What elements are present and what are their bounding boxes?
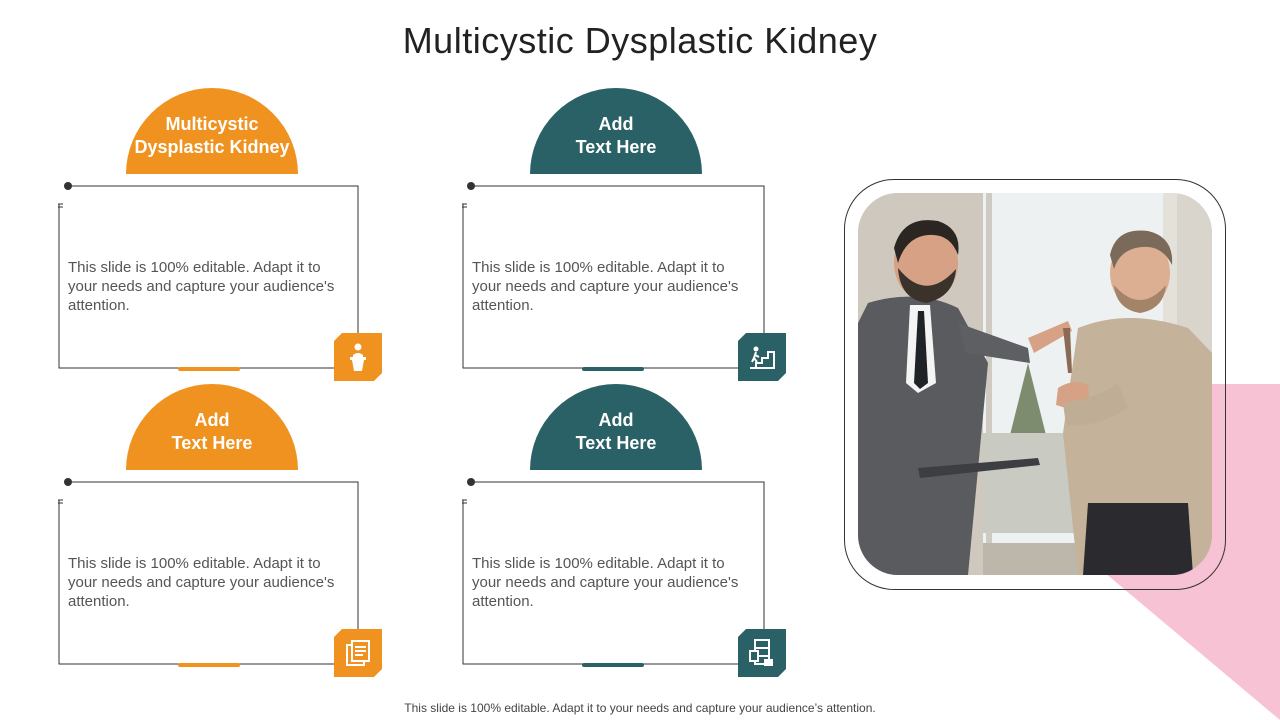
card-2-accent-bar — [582, 367, 644, 371]
card-2-heading: Add Text Here — [530, 88, 702, 174]
card-4-heading: Add Text Here — [530, 384, 702, 470]
stairs-climb-icon — [738, 333, 786, 381]
card-1-description: This slide is 100% editable. Adapt it to… — [68, 259, 335, 314]
document-stack-icon — [334, 629, 382, 677]
card-3-description: This slide is 100% editable. Adapt it to… — [68, 555, 335, 610]
card-2-description: This slide is 100% editable. Adapt it to… — [472, 259, 739, 314]
slide-footer: This slide is 100% editable. Adapt it to… — [404, 701, 876, 715]
slide-title: Multicystic Dysplastic Kidney — [402, 20, 878, 61]
card-2: Add Text Here This slide is 100% editabl… — [462, 88, 802, 388]
filing-cabinet-icon — [738, 629, 786, 677]
card-1-heading: Multicystic Dysplastic Kidney — [126, 88, 298, 174]
card-4-accent-bar — [582, 663, 644, 667]
card-3-heading: Add Text Here — [126, 384, 298, 470]
photo-frame — [844, 179, 1226, 590]
card-4: Add Text Here This slide is 100% editabl… — [462, 384, 802, 684]
card-3: Add Text Here This slide is 100% editabl… — [58, 384, 398, 684]
card-3-accent-bar — [178, 663, 240, 667]
card-1-accent-bar — [178, 367, 240, 371]
card-4-description: This slide is 100% editable. Adapt it to… — [472, 555, 739, 610]
businessman-handing-keys-photo — [858, 193, 1212, 575]
presenter-podium-icon — [334, 333, 382, 381]
card-1: Multicystic Dysplastic Kidney This slide… — [58, 88, 398, 388]
